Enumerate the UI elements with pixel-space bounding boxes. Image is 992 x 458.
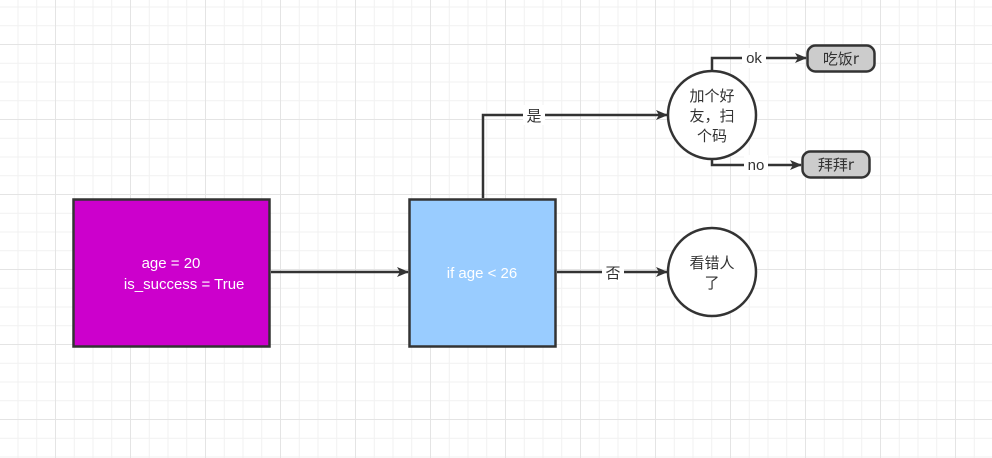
wrong-person-line-2: 了 <box>704 274 719 292</box>
edge-friend-ok[interactable]: ok <box>710 48 807 71</box>
add-friend-line-3: 个码 <box>697 127 727 145</box>
bye-pill[interactable] <box>801 150 871 179</box>
node-wrong-person[interactable]: 看错人 了 <box>666 226 758 318</box>
edge-label-yes[interactable]: 是 <box>526 107 541 125</box>
edge-label-no[interactable]: 否 <box>605 264 620 282</box>
label-background <box>523 105 545 125</box>
node-eat[interactable]: 吃饭r <box>806 44 876 73</box>
add-friend-line-2: 友，扫 <box>689 107 734 125</box>
init-line-1: age = 20 <box>142 255 201 272</box>
node-condition[interactable]: if age < 26 <box>408 198 557 348</box>
edge-label-ok[interactable]: ok <box>746 50 762 67</box>
eat-text: 吃饭r <box>823 50 860 68</box>
wrong-person-line-1: 看错人 <box>689 254 734 272</box>
init-line-2: is_success = True <box>116 276 245 293</box>
label-background <box>744 155 768 175</box>
add-friend-line-1: 加个好 <box>689 87 734 105</box>
bye-text: 拜拜r <box>818 156 855 174</box>
node-init-variables[interactable]: age = 20 is_success = True <box>72 198 271 348</box>
wrong-person-circle[interactable] <box>666 226 758 318</box>
add-friend-circle[interactable] <box>666 69 758 161</box>
edge-label-no-answer[interactable]: no <box>748 157 765 174</box>
condition-text: if age < 26 <box>447 265 517 282</box>
edge-friend-no[interactable]: no <box>710 155 802 175</box>
connector-line[interactable] <box>710 53 807 71</box>
edge-condition-no[interactable]: 否 <box>557 262 668 282</box>
node-add-friend[interactable]: 加个好 友，扫 个码 <box>666 69 758 161</box>
condition-box[interactable] <box>408 198 557 348</box>
init-box[interactable] <box>72 198 271 348</box>
label-background <box>602 262 624 282</box>
eat-pill[interactable] <box>806 44 876 73</box>
edge-condition-yes[interactable]: 是 <box>481 105 668 198</box>
connector-line[interactable] <box>481 110 668 198</box>
label-background <box>742 48 766 68</box>
connector-line[interactable] <box>710 159 802 170</box>
node-bye[interactable]: 拜拜r <box>801 150 871 179</box>
